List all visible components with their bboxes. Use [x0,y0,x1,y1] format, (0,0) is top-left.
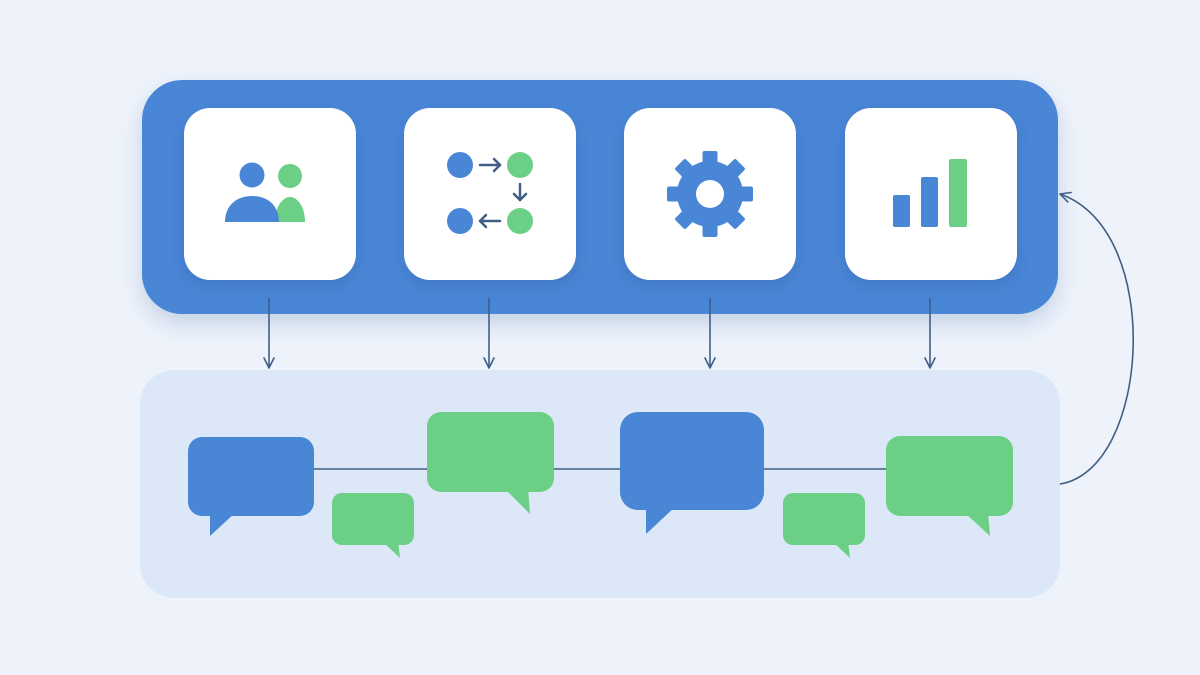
analytics-tile [845,108,1017,280]
bar-chart-icon [893,159,967,227]
workflow-tile [404,108,576,280]
chat-bubble-icon [332,493,414,558]
chat-bubble-icon [620,412,764,534]
settings-tile [624,108,796,280]
chat-bubble-icon [427,412,554,514]
chat-bubble-icon [783,493,865,558]
feedback-loop-arrow [1059,191,1134,485]
users-icon [225,162,305,222]
users-tile [184,108,356,280]
gear-icon [667,151,753,237]
workflow-icon [447,152,533,234]
chat-bubble-icon [886,436,1013,536]
chat-bubble-icon [188,437,314,536]
